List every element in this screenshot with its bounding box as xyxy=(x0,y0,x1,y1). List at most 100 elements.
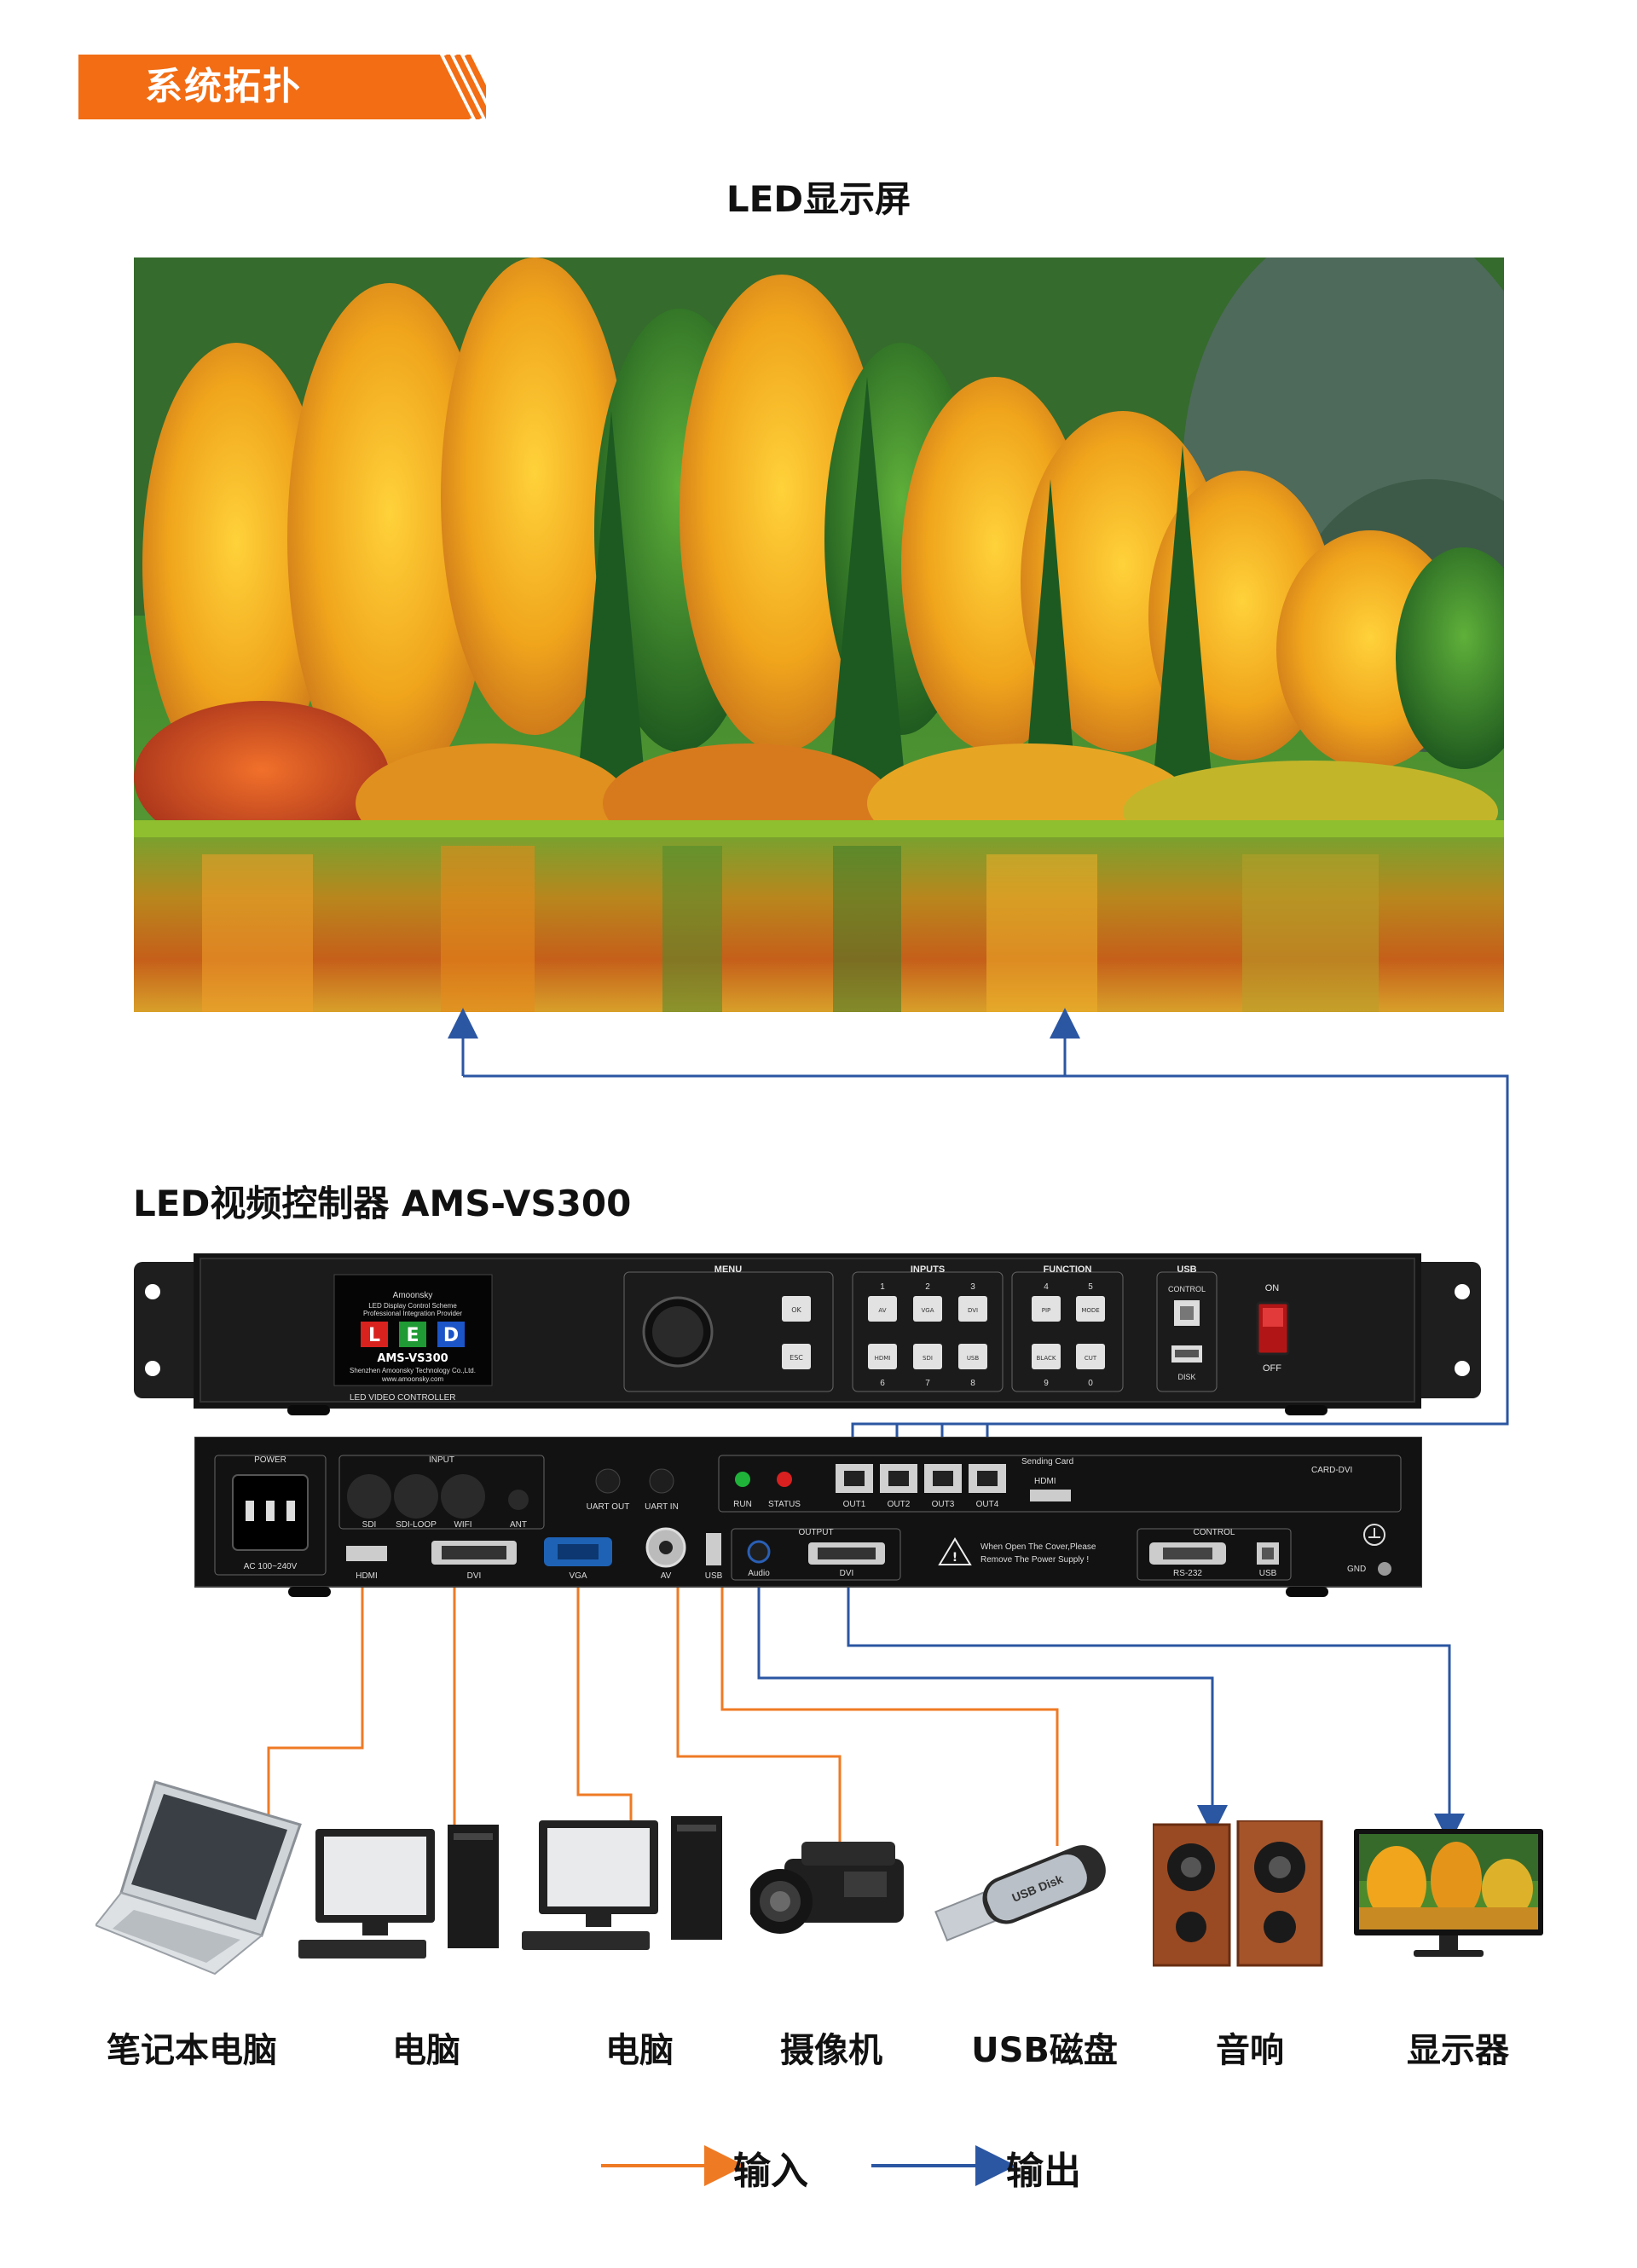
device-label-laptop: 笔记本电脑 xyxy=(107,2031,277,2070)
esc-button[interactable] xyxy=(782,1344,811,1369)
device-label-monitor: 显示器 xyxy=(1407,2031,1509,2070)
sdi-port[interactable] xyxy=(347,1474,391,1519)
controller-front-panel: Amoonsky LED Display Control Scheme Prof… xyxy=(134,1253,1481,1415)
input-num-6: 6 xyxy=(880,1379,885,1388)
device-label-camera: 摄像机 xyxy=(780,2031,882,2070)
device-label-usb-disk: USB磁盘 xyxy=(971,2031,1118,2070)
ant-label: ANT xyxy=(510,1520,527,1530)
function-key-black-label: BLACK xyxy=(1036,1355,1056,1362)
function-key-pip-label: PIP xyxy=(1042,1307,1051,1314)
ok-button[interactable] xyxy=(782,1296,811,1322)
lcd-brand: Amoonsky xyxy=(393,1291,433,1300)
input-key-usb[interactable] xyxy=(958,1344,987,1369)
lcd-company: Shenzhen Amoonsky Technology Co.,Ltd. xyxy=(350,1367,476,1374)
tag-stripes xyxy=(341,55,486,119)
usb-drive-icon: USB Disk xyxy=(934,1845,1106,1941)
panel-label: LED VIDEO CONTROLLER xyxy=(350,1393,455,1403)
input-key-hdmi-label: HDMI xyxy=(875,1355,891,1362)
lcd-letter-d: D xyxy=(443,1325,459,1346)
hdmi-in-port[interactable] xyxy=(346,1546,387,1561)
input-key-hdmi[interactable] xyxy=(868,1344,897,1369)
input-key-vga-label: VGA xyxy=(921,1307,934,1314)
ground-icon xyxy=(1363,1524,1385,1546)
device-label-pc-1: 电脑 xyxy=(392,2031,460,2070)
power-label: POWER xyxy=(254,1455,286,1465)
wifi-port[interactable] xyxy=(441,1474,485,1519)
lcd-slogan-2: Professional Integration Provider xyxy=(363,1310,462,1317)
audio-out-port[interactable] xyxy=(747,1540,771,1564)
led-screen-image xyxy=(134,257,1504,1012)
output-label: OUTPUT xyxy=(798,1528,833,1537)
input-num-3: 3 xyxy=(970,1282,975,1292)
input-key-av-label: AV xyxy=(878,1307,886,1314)
usb-disk-label: DISK xyxy=(1177,1373,1195,1381)
ok-label: OK xyxy=(791,1306,801,1314)
function-key-pip[interactable] xyxy=(1032,1296,1061,1322)
av-in-label: AV xyxy=(661,1571,672,1581)
gnd-terminal[interactable] xyxy=(1378,1562,1391,1576)
video-camera-icon xyxy=(750,1842,904,1934)
out3-label: OUT3 xyxy=(932,1500,955,1509)
function-num-4: 4 xyxy=(1044,1282,1049,1292)
gnd-label: GND xyxy=(1347,1565,1366,1574)
uart-in-label: UART IN xyxy=(645,1502,679,1512)
monitor-icon xyxy=(1354,1829,1543,1957)
lcd-model: AMS-VS300 xyxy=(377,1352,448,1365)
input-key-sdi[interactable] xyxy=(913,1344,942,1369)
input-key-sdi-label: SDI xyxy=(923,1355,933,1362)
controller-title: LED视频控制器 AMS-VS300 xyxy=(133,1183,632,1224)
input-num-2: 2 xyxy=(925,1282,930,1292)
wifi-label: WIFI xyxy=(454,1520,471,1530)
input-key-av[interactable] xyxy=(868,1296,897,1322)
uart-in-port[interactable] xyxy=(649,1468,674,1494)
vga-in-label: VGA xyxy=(569,1571,587,1581)
dvi-in-label: DVI xyxy=(467,1571,482,1581)
uart-out-port[interactable] xyxy=(595,1468,621,1494)
card-hdmi-label: HDMI xyxy=(1034,1477,1056,1486)
usb-control-label-rear: USB xyxy=(1259,1569,1277,1578)
input-label: INPUT xyxy=(429,1455,454,1465)
menu-label: MENU xyxy=(714,1264,742,1275)
screen-title: LED显示屏 xyxy=(726,178,911,220)
input-num-7: 7 xyxy=(925,1379,930,1388)
function-key-mode[interactable] xyxy=(1076,1296,1105,1322)
warning-icon xyxy=(938,1537,972,1565)
input-num-1: 1 xyxy=(880,1282,885,1292)
card-hdmi-port[interactable] xyxy=(1030,1490,1071,1501)
uart-out-label: UART OUT xyxy=(587,1502,630,1512)
ant-port[interactable] xyxy=(508,1490,529,1510)
switch-off-label: OFF xyxy=(1263,1363,1281,1374)
dvi-out-label: DVI xyxy=(840,1569,854,1578)
legend-input-label: 输入 xyxy=(733,2149,808,2193)
input-key-dvi[interactable] xyxy=(958,1296,987,1322)
usb-label: USB xyxy=(1177,1264,1196,1275)
audio-out-label: Audio xyxy=(748,1569,770,1578)
sending-card-label: Sending Card xyxy=(1021,1457,1073,1467)
device-label-pc-2: 电脑 xyxy=(605,2031,674,2070)
run-label: RUN xyxy=(733,1500,752,1509)
status-led xyxy=(777,1472,792,1487)
sdi-loop-label: SDI-LOOP xyxy=(396,1520,437,1530)
sdi-loop-port[interactable] xyxy=(394,1474,438,1519)
input-key-usb-label: USB xyxy=(967,1355,980,1362)
out1-label: OUT1 xyxy=(843,1500,866,1509)
function-label: FUNCTION xyxy=(1044,1264,1092,1275)
lcd-letter-e: E xyxy=(406,1325,419,1346)
status-label: STATUS xyxy=(768,1500,801,1509)
out2-label: OUT2 xyxy=(888,1500,911,1509)
hdmi-in-label: HDMI xyxy=(356,1571,378,1581)
usb-in-label: USB xyxy=(705,1571,723,1581)
warning-line-2: Remove The Power Supply ! xyxy=(980,1555,1089,1565)
card-dvi-label: CARD-DVI xyxy=(1311,1466,1352,1475)
function-key-mode-label: MODE xyxy=(1081,1307,1099,1314)
sdi-label: SDI xyxy=(362,1520,377,1530)
function-num-9: 9 xyxy=(1044,1379,1049,1388)
switch-on-label: ON xyxy=(1265,1283,1280,1293)
inputs-label: INPUTS xyxy=(911,1264,945,1275)
function-num-0: 0 xyxy=(1088,1379,1093,1388)
usb-in-port[interactable] xyxy=(706,1533,721,1565)
input-key-vga[interactable] xyxy=(913,1296,942,1322)
device-label-speaker: 音响 xyxy=(1216,2031,1284,2070)
function-key-cut[interactable] xyxy=(1076,1344,1105,1369)
function-key-black[interactable] xyxy=(1032,1344,1061,1369)
